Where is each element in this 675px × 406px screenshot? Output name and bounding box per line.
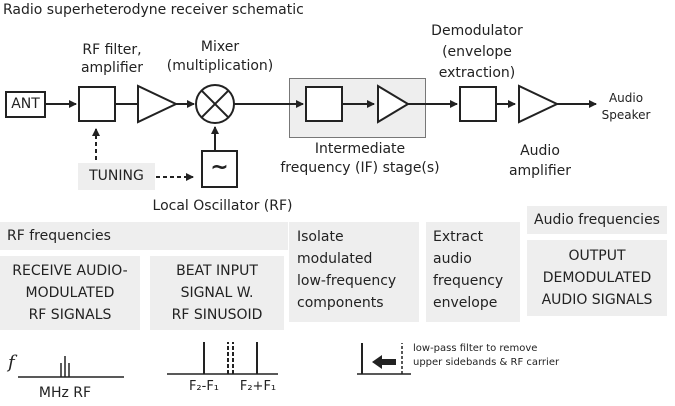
output-stage-line-3: AUDIO SIGNALS [541,292,653,308]
tuning-label: TUNING [89,168,144,184]
receive-stage-panel [0,256,140,330]
spectrum3-lowpass-arrow [372,355,396,369]
page-title: Radio superheterodyne receiver schematic [3,2,304,18]
audio-amplifier-symbol [518,84,560,124]
lowpass-note-line-2: upper sidebands & RF carrier [413,357,560,368]
extract-stage-panel [426,222,520,322]
mixer-label-2: (multiplication) [166,58,274,74]
isolate-stage-panel [289,222,419,322]
output-stage-line-1: OUTPUT [568,248,626,264]
audio-frequencies-label: Audio frequencies [534,212,660,228]
demodulator-box [459,86,497,122]
output-stage-panel [527,240,667,316]
oscillator-symbol: ~ [210,155,229,180]
antenna-box [5,91,46,118]
isolate-stage-line-3: low-frequency [297,273,397,289]
receive-stage-line-3: RF SIGNALS [28,307,112,323]
lowpass-note-line-1: low-pass filter to remove [413,343,538,354]
frequency-symbol: f [8,352,15,373]
beat-stage-line-3: RF SINUSOID [171,307,263,323]
rf-amplifier-symbol [137,84,179,124]
demodulator-label-3: extraction) [438,65,516,81]
sum-frequency-label: F₂+F₁ [239,379,277,394]
isolate-stage-line-1: Isolate [297,229,344,245]
demodulator-label-2: (envelope [442,44,512,60]
audio-amplifier-label-1: Audio [520,143,560,159]
demodulator-label-1: Demodulator [431,23,523,39]
audio-amplifier-label-2: amplifier [508,163,572,179]
audio-speaker-label-2: Speaker [601,108,651,122]
output-stage-line-2: DEMODULATED [542,270,652,286]
isolate-stage-line-2: modulated [297,251,373,267]
if-filter-box [305,86,343,122]
rf-frequencies-band [0,222,288,250]
if-stage-label-2: frequency (IF) stage(s) [280,160,440,176]
audio-speaker-label-1: Audio [608,91,644,105]
rf-filter-box [78,86,116,122]
extract-stage-line-4: envelope [433,295,498,311]
audio-frequencies-band [527,206,667,234]
beat-stage-panel [150,256,284,330]
antenna-label: ANT [11,96,40,112]
rf-filter-label-2: amplifier [80,60,144,76]
tuning-box [78,163,155,190]
beat-stage-line-2: SIGNAL W. [180,285,254,301]
receive-stage-line-1: RECEIVE AUDIO- [12,263,128,279]
mixer-label-1: Mixer [200,39,240,55]
if-amplifier-symbol [377,84,410,124]
rf-filter-label-1: RF filter, [82,42,142,58]
extract-stage-line-3: frequency [433,273,504,289]
receive-stage-line-2: MODULATED [25,285,115,301]
isolate-stage-line-4: components [297,295,384,311]
local-oscillator-label: Local Oscillator (RF) [152,198,293,214]
local-oscillator-box [201,150,238,188]
rf-frequencies-label: RF frequencies [7,228,111,244]
extract-stage-line-1: Extract [433,229,484,245]
beat-stage-line-1: BEAT INPUT [176,263,258,279]
difference-frequency-label: F₂-F₁ [188,379,220,394]
mhz-rf-label: MHz RF [38,385,92,401]
if-stage-label-1: Intermediate [314,141,406,157]
extract-stage-line-2: audio [433,251,472,267]
